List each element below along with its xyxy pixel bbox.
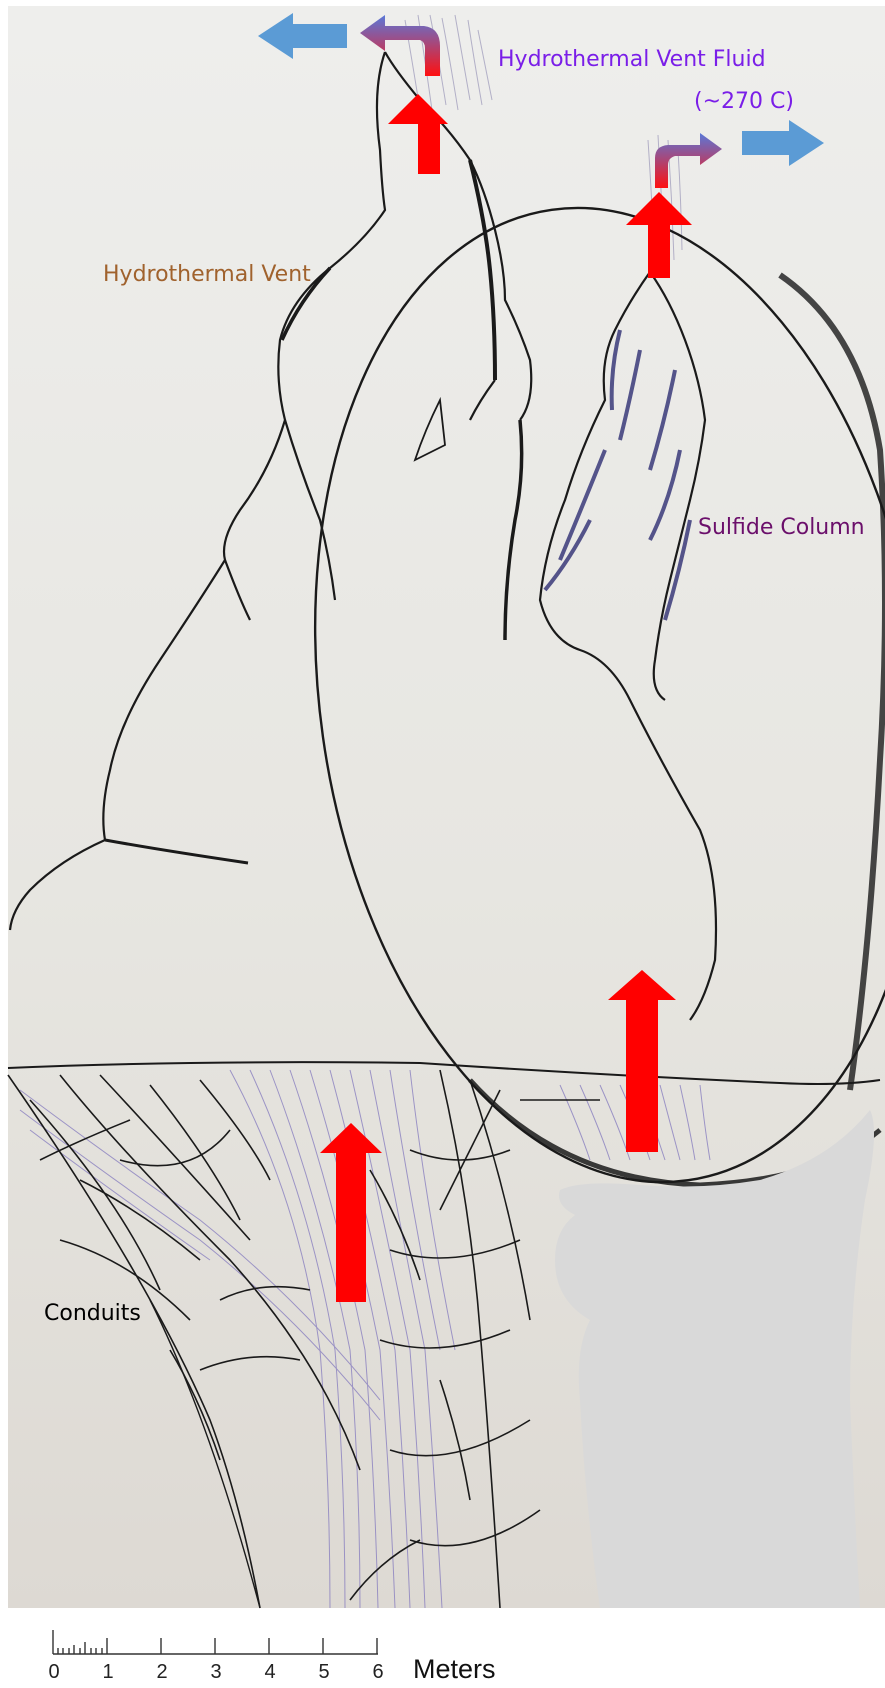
scale-tick-label: 3 — [206, 1661, 226, 1684]
scale-tick-label: 2 — [152, 1661, 172, 1684]
scale-tick-label: 0 — [44, 1661, 64, 1684]
sulfide-column-label: Sulfide Column — [698, 515, 865, 540]
fluid-label: Hydrothermal Vent Fluid — [498, 47, 766, 72]
scale-tick-label: 5 — [314, 1661, 334, 1684]
vent-label: Hydrothermal Vent — [103, 262, 311, 287]
temperature-label: (~270 C) — [694, 89, 794, 114]
scale-tick-label: 1 — [98, 1661, 118, 1684]
conduits-label: Conduits — [44, 1301, 141, 1326]
scale-tick-label: 4 — [260, 1661, 280, 1684]
scale-bar — [53, 1630, 378, 1654]
scale-unit-label: Meters — [413, 1654, 496, 1685]
scale-tick-label: 6 — [368, 1661, 388, 1684]
